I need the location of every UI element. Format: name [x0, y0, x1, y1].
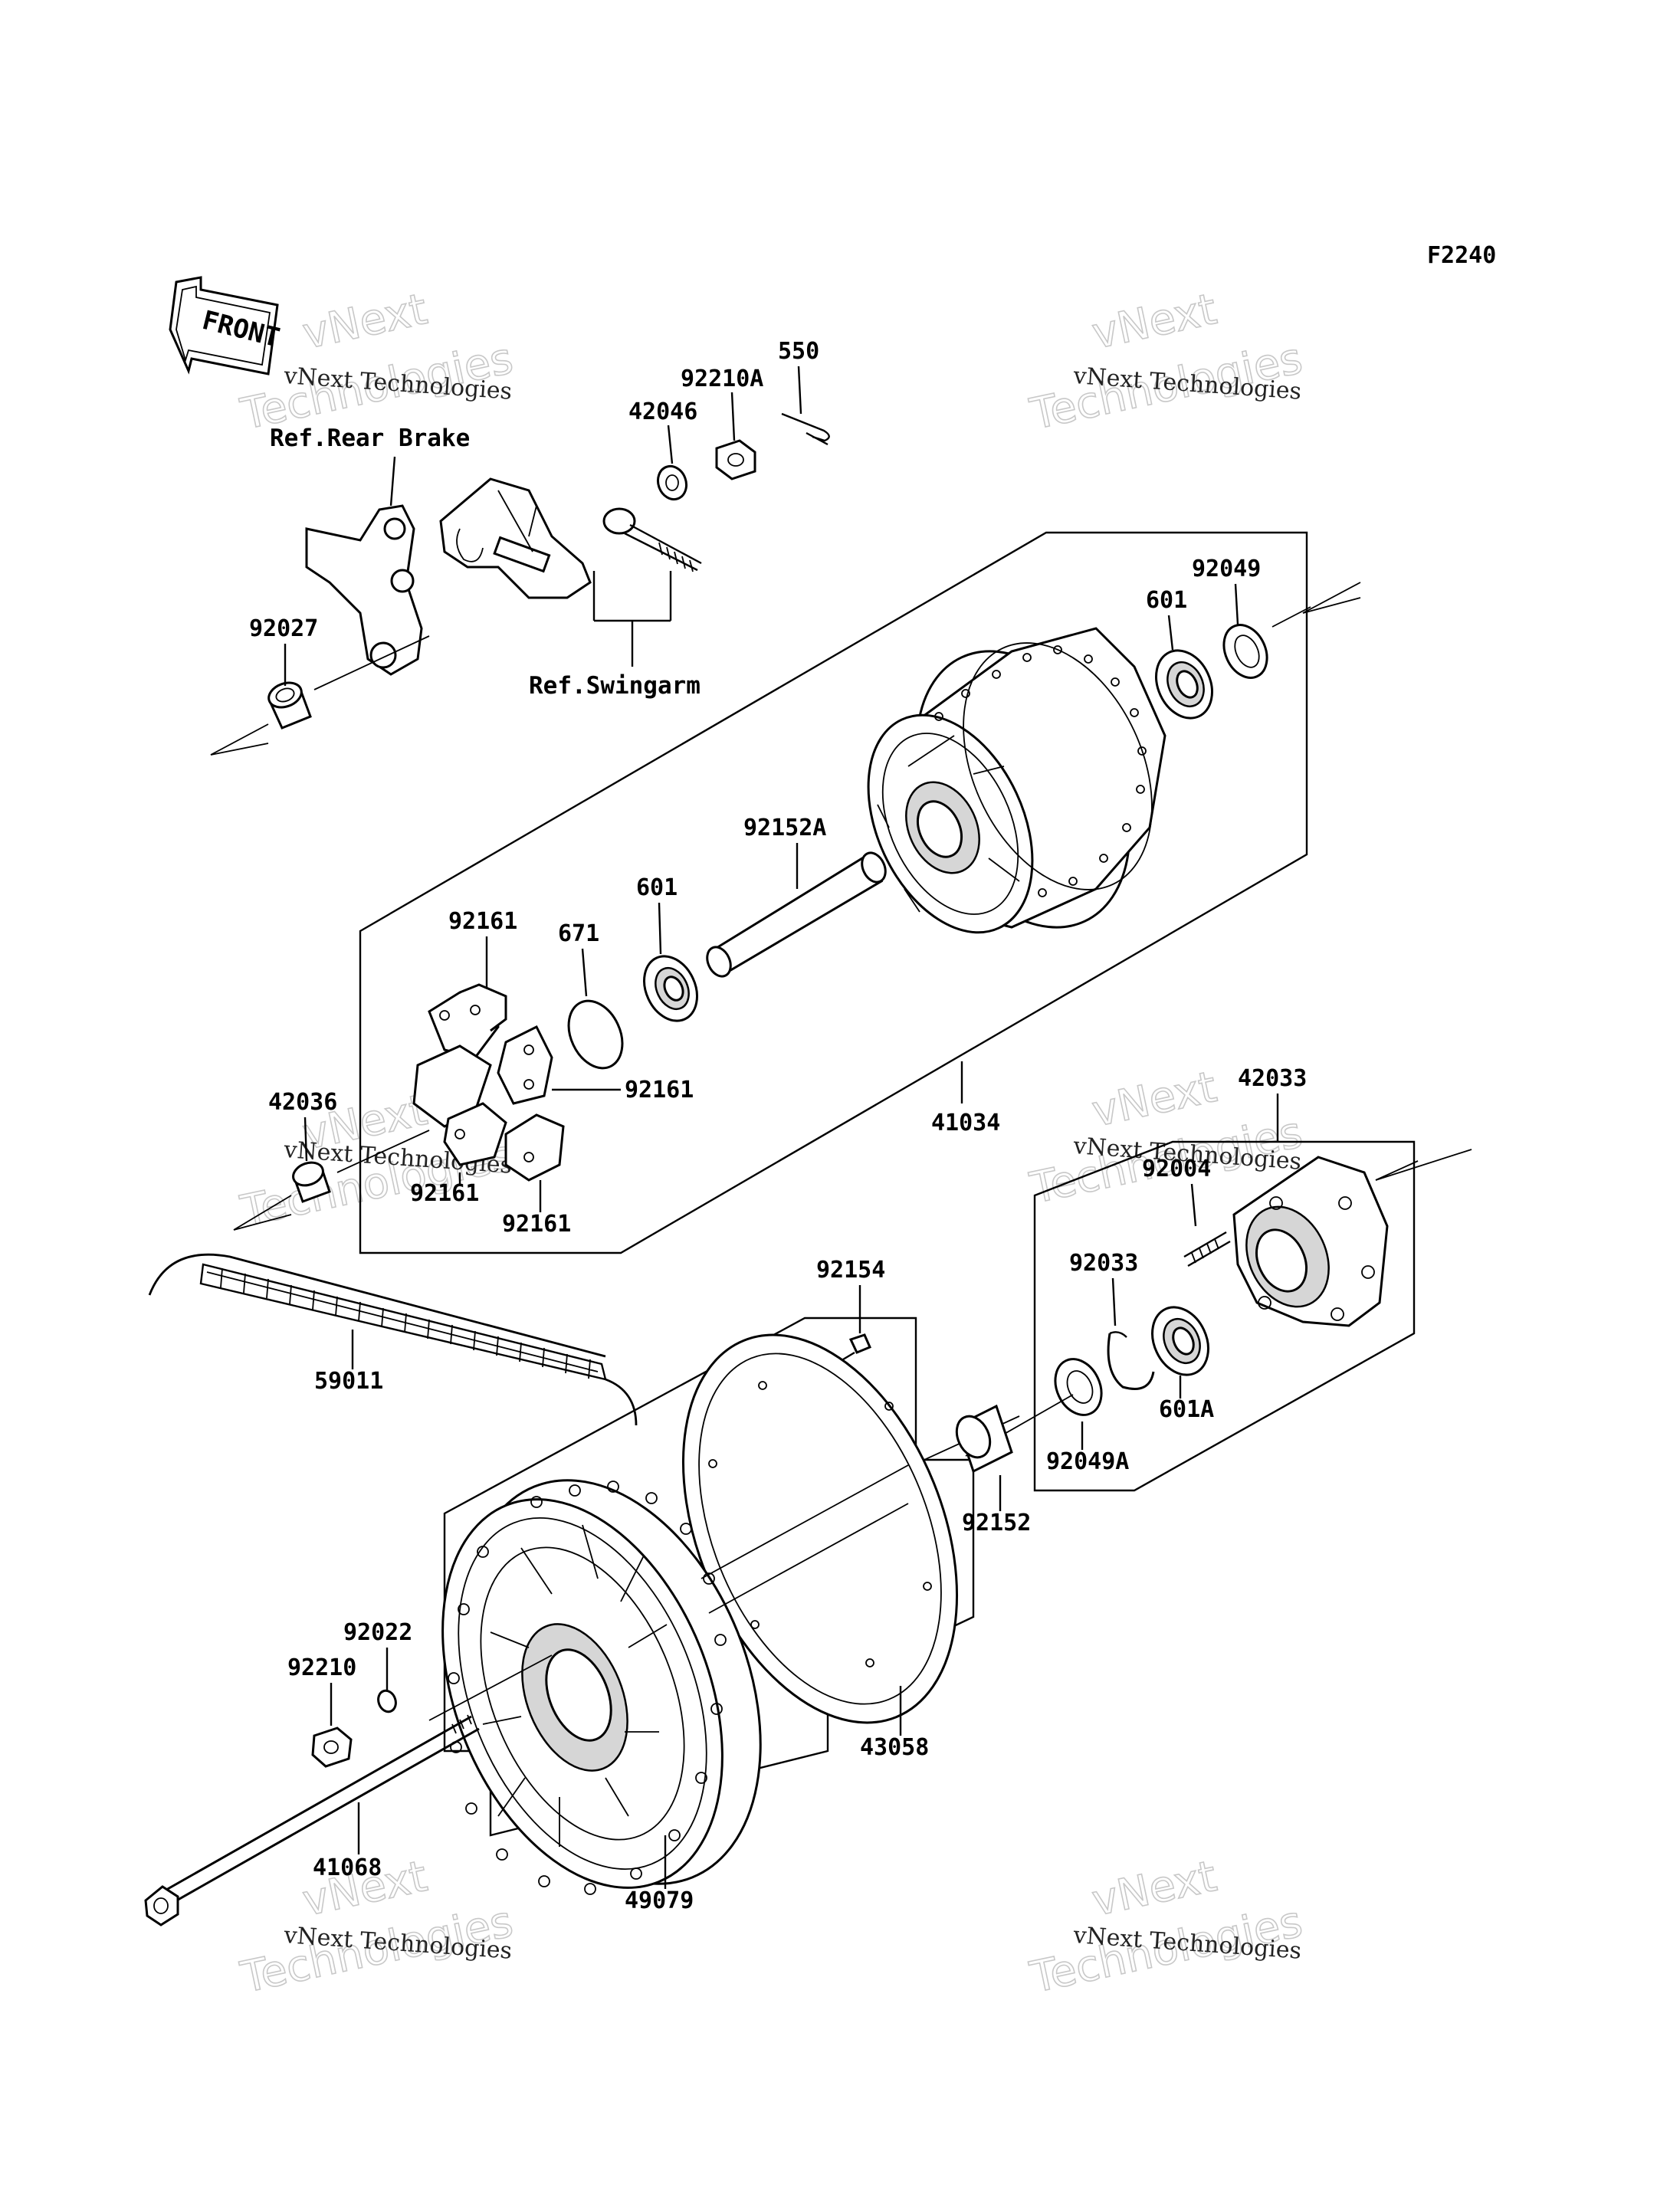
- brake-panel-bracket: [305, 504, 423, 676]
- sprocket-hub-box: [1033, 1140, 1416, 1492]
- part-92161-damper-set: [412, 983, 565, 1182]
- part-label-92152: 92152: [962, 1510, 1031, 1536]
- svg-text:vNext: vNext: [1088, 1062, 1221, 1137]
- svg-text:vNext: vNext: [1088, 284, 1221, 359]
- part-label-92154: 92154: [816, 1257, 885, 1284]
- part-92049A-seal: [1054, 1358, 1103, 1416]
- part-label-92033: 92033: [1069, 1250, 1138, 1277]
- part-92049-seal: [1222, 624, 1268, 679]
- part-label-59011: 59011: [314, 1368, 383, 1395]
- part-label-42036: 42036: [268, 1089, 337, 1116]
- part-label-92027: 92027: [249, 615, 318, 642]
- hub-assembly-box: [359, 531, 1308, 1254]
- part-label-41034: 41034: [931, 1110, 1000, 1136]
- part-label-92161-c: 92161: [410, 1180, 479, 1207]
- part-label-92022: 92022: [343, 1619, 412, 1646]
- part-label-92004: 92004: [1142, 1156, 1211, 1182]
- part-92210A-castle-nut: [715, 439, 756, 480]
- part-label-601-top: 601: [1146, 587, 1187, 614]
- part-label-41068: 41068: [313, 1854, 382, 1881]
- ref-rear-brake-label: Ref.Rear Brake: [270, 425, 470, 452]
- figure-code: F2240: [1427, 242, 1496, 269]
- part-label-92161-b: 92161: [625, 1077, 694, 1103]
- part-label-92152A: 92152A: [743, 815, 826, 841]
- part-42036-collar: [292, 1161, 331, 1203]
- part-label-42046: 42046: [628, 398, 697, 425]
- svg-text:vNext: vNext: [298, 284, 431, 359]
- part-92022-washer: [377, 1689, 397, 1713]
- part-92152-spacer: [955, 1404, 1013, 1474]
- part-671-o-ring: [567, 999, 624, 1070]
- part-43058-sprocket-ring: [682, 1333, 958, 1724]
- part-label-43058: 43058: [860, 1734, 929, 1761]
- part-label-550: 550: [778, 338, 819, 365]
- swingarm-ref-bracket: [592, 571, 672, 667]
- part-label-92210: 92210: [287, 1654, 356, 1681]
- part-label-671: 671: [558, 920, 599, 947]
- part-92004-stud: [1183, 1231, 1231, 1267]
- part-label-92161-a: 92161: [448, 908, 517, 935]
- ref-swingarm-label: Ref.Swingarm: [529, 672, 701, 700]
- part-59011-drive-belt: [148, 1253, 638, 1426]
- part-label-92210A: 92210A: [681, 366, 763, 392]
- part-label-601A: 601A: [1159, 1396, 1214, 1423]
- part-label-92049A: 92049A: [1046, 1448, 1129, 1475]
- part-601-bearing-top: [1155, 649, 1213, 720]
- part-label-49079: 49079: [625, 1887, 694, 1914]
- sprocket-coupling: [1232, 1156, 1389, 1327]
- watermark-top-right: vNext Technologies vNext Technologies: [1025, 284, 1308, 440]
- svg-text:vNext: vNext: [1088, 1851, 1221, 1926]
- part-601A-bearing: [1151, 1306, 1209, 1376]
- part-label-92161-d: 92161: [502, 1211, 571, 1238]
- front-direction-arrow: FRONT: [169, 276, 283, 375]
- part-41068-axle: [144, 1714, 480, 1926]
- part-550-cotter-pin: [781, 412, 830, 446]
- part-92210-nut: [311, 1726, 353, 1768]
- part-92027-collar: [267, 681, 312, 730]
- watermark-bottom-right: vNext Technologies vNext Technologies: [1025, 1851, 1308, 2003]
- part-601-bearing-mid: [643, 955, 698, 1022]
- cast-wheel: [441, 1479, 762, 1895]
- part-label-92049: 92049: [1192, 556, 1261, 582]
- part-92033-circlip: [1107, 1331, 1155, 1390]
- rear-hub: [867, 627, 1166, 934]
- leader-rear-brake: [389, 456, 396, 507]
- chain-adjuster-bolt: [602, 507, 702, 572]
- part-42046-washer: [656, 464, 688, 501]
- watermark-top-left: vNext Technologies vNext Technologies: [236, 284, 518, 440]
- part-label-601-mid: 601: [636, 874, 678, 901]
- part-label-42033: 42033: [1238, 1065, 1307, 1092]
- part-92152A-spacer: [706, 851, 887, 978]
- part-92154-bolt: [835, 1333, 871, 1366]
- swingarm-end: [439, 477, 592, 599]
